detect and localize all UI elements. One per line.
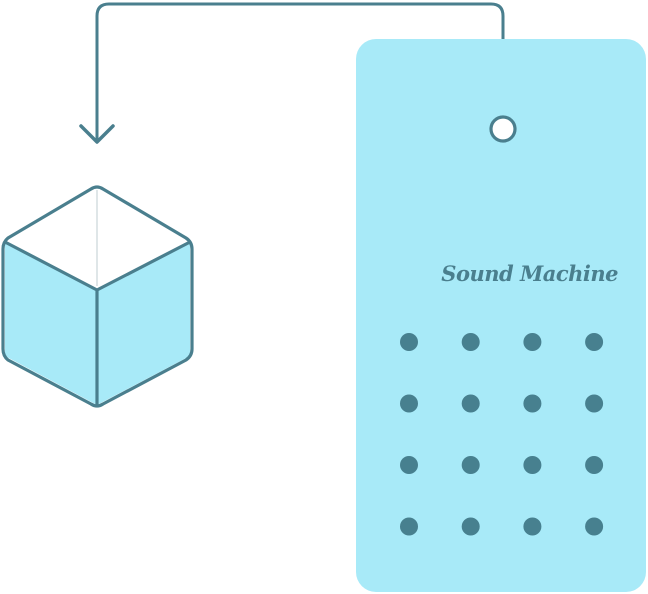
- device-label: Sound Machine: [441, 261, 618, 286]
- device-button-dot: [585, 394, 604, 413]
- device-button-dot: [523, 517, 542, 536]
- arrow-down-icon: [79, 124, 115, 144]
- device-button-dot: [523, 394, 542, 413]
- cube-icon: [1, 185, 194, 408]
- device-button-dot: [461, 456, 480, 474]
- button-grid: [400, 333, 604, 536]
- sound-machine-device: [356, 39, 646, 592]
- device-button-dot: [461, 517, 480, 536]
- device-button-dot: [400, 456, 418, 474]
- device-button-dot: [400, 394, 418, 413]
- device-button-dot: [400, 517, 418, 536]
- cube-outline: [1, 185, 194, 408]
- device-button-dot: [585, 333, 604, 351]
- device-button-dot: [461, 333, 480, 351]
- connector-line: [95, 2, 505, 143]
- cube-left-face: [5, 242, 97, 405]
- device-button-dot: [461, 394, 480, 413]
- device-button-dot: [585, 517, 604, 536]
- device-button-dot: [400, 333, 418, 351]
- device-button-dot: [523, 333, 542, 351]
- port-circle-icon: [489, 115, 517, 143]
- cube-right-face: [97, 242, 190, 405]
- cube-inner-edges: [4, 240, 191, 405]
- device-button-dot: [585, 456, 604, 474]
- device-button-dot: [523, 456, 542, 474]
